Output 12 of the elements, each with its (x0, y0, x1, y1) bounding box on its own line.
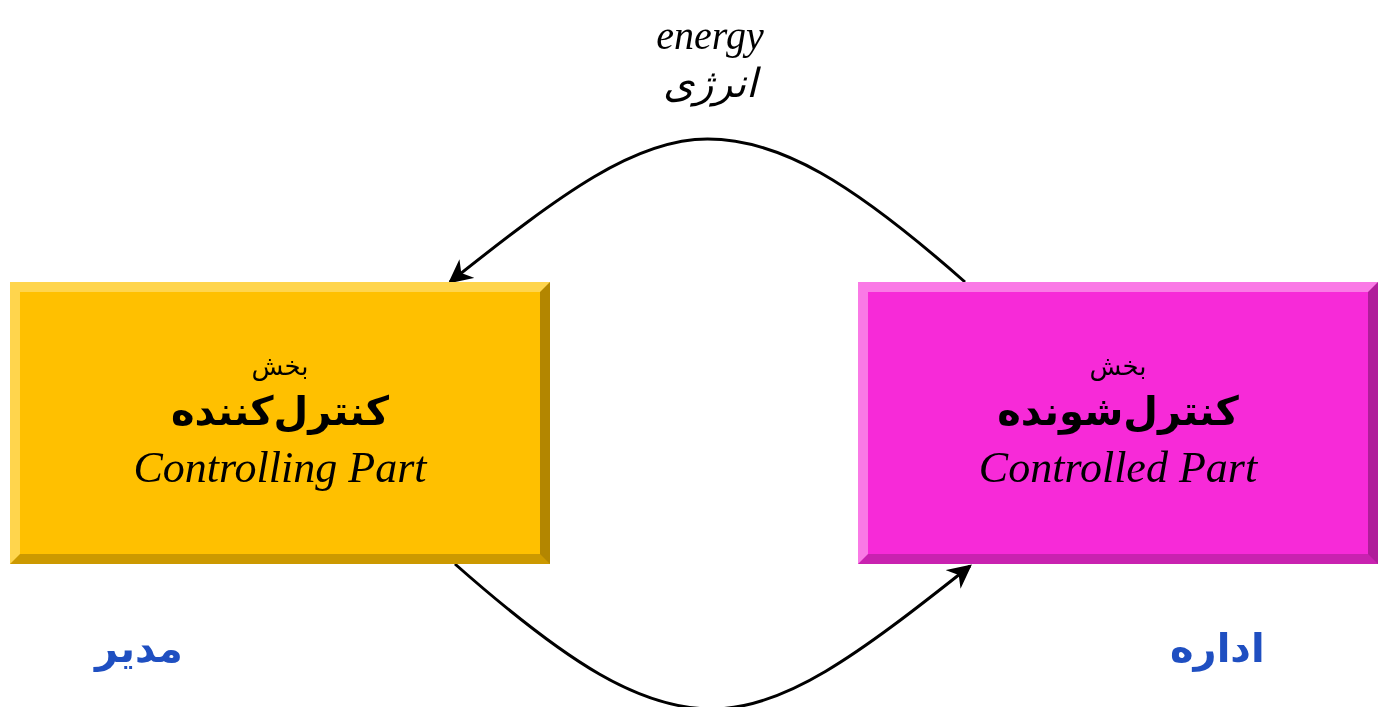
part-title: کنترل‌شونده (997, 387, 1239, 437)
curved-arrow (448, 137, 966, 284)
role-label: مدیر (95, 625, 183, 671)
curved-arrow (454, 562, 972, 707)
part-title: کنترل‌کننده (170, 387, 390, 437)
part-subtitle: Controlled Part (978, 442, 1258, 495)
role-label: اداره (1170, 625, 1265, 671)
section-word: بخش (251, 349, 309, 383)
bevel-box (858, 282, 1378, 564)
section-word: بخش (1089, 349, 1147, 383)
bevel-box (10, 282, 550, 564)
part-subtitle: Controlling Part (133, 442, 427, 495)
